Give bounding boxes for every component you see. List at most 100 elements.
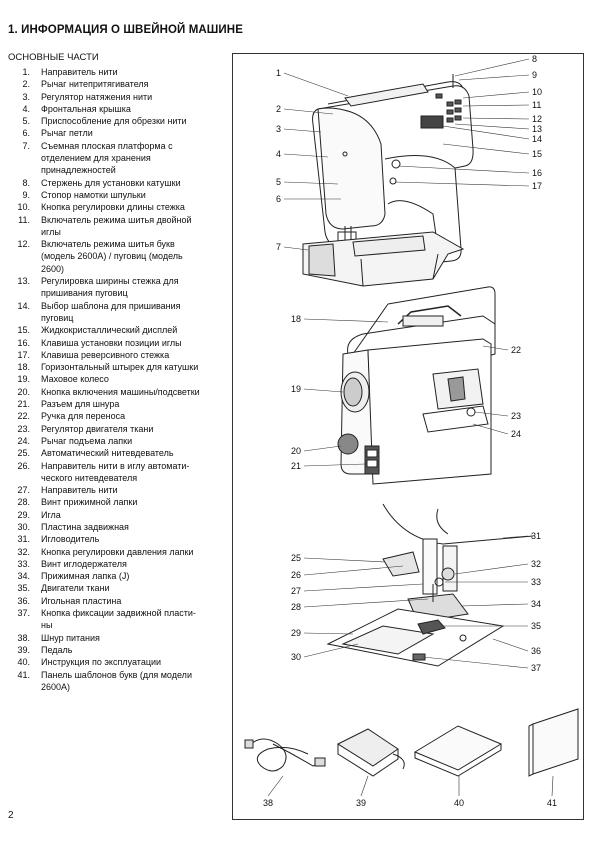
part-name-continuation: отделением для хранения	[41, 153, 151, 164]
figure-label: 41	[547, 798, 557, 808]
figure-label: 37	[531, 663, 541, 673]
leader-line	[422, 656, 529, 669]
parts-list-item: 14.Выбор шаблона для пришивания	[8, 300, 230, 312]
figure-label: 26	[291, 570, 301, 580]
part-number: 23.	[17, 423, 30, 434]
part-number: 33.	[17, 558, 30, 569]
part-number: 24.	[17, 435, 30, 446]
parts-list-item: 41.Панель шаблонов букв (для модели	[8, 669, 230, 681]
parts-list-item: 31.Игловодитель	[8, 533, 230, 545]
figure-label: 14	[532, 134, 542, 144]
figure-label: 40	[454, 798, 464, 808]
part-name: Направитель нити	[41, 485, 118, 496]
leader-line	[454, 123, 530, 130]
part-name: Направитель нити	[41, 67, 118, 77]
part-number: 25.	[17, 448, 30, 459]
part-name-continuation: ческого нитевдевателя	[41, 472, 138, 483]
leader-line	[283, 128, 322, 133]
figure-label: 23	[511, 411, 521, 421]
leader-line	[454, 58, 530, 77]
parts-list-item: 35.Двигатели ткани	[8, 582, 230, 594]
figure-label: 16	[532, 168, 542, 178]
leader-line	[303, 557, 386, 563]
part-number: 41.	[17, 669, 30, 680]
leader-line	[303, 318, 389, 323]
page-number: 2	[8, 810, 14, 821]
figure-label: 32	[531, 559, 541, 569]
leader-line	[482, 345, 509, 351]
part-name: Винт прижимной лапки	[41, 497, 138, 508]
figure-label: 19	[291, 384, 301, 394]
part-number: 22.	[17, 411, 30, 422]
leader-line	[267, 775, 284, 797]
leader-line	[458, 74, 530, 81]
leader-line	[303, 643, 359, 658]
part-name: Клавиша установки позиции иглы	[41, 337, 182, 348]
part-name: Клавиша реверсивного стежка	[41, 349, 170, 360]
part-name-continuation: пуговиц	[41, 312, 74, 323]
parts-list-item: 37.Кнопка фиксации задвижной пласти-	[8, 607, 230, 619]
part-number: 32.	[17, 546, 30, 557]
leader-line	[303, 598, 429, 608]
part-name: Маховое колесо	[41, 374, 109, 385]
leader-line	[360, 775, 369, 797]
part-name: Выбор шаблона для пришивания	[41, 300, 181, 311]
parts-list-item: 10.Кнопка регулировки длины стежка	[8, 201, 230, 213]
part-name: Ручка для переноса	[41, 411, 126, 422]
parts-list-item: 40.Инструкция по эксплуатации	[8, 656, 230, 668]
machine-back-illustration	[337, 286, 496, 485]
part-number: 27.	[17, 485, 30, 496]
figure-label: 11	[532, 100, 541, 110]
part-number: 15.	[17, 325, 30, 336]
parts-list-item: 24. Рычаг подъема лапки	[8, 435, 230, 447]
part-name: Кнопка фиксации задвижной пласти-	[41, 608, 196, 619]
leader-line	[460, 603, 529, 607]
parts-list-item: 26.Направитель нити в иглу автомати-	[8, 460, 230, 472]
part-name: Педаль	[41, 644, 73, 655]
part-number: 13.	[17, 276, 30, 287]
figure-label: 20	[291, 446, 301, 456]
part-name: Винт иглодержателя	[41, 558, 127, 569]
leader-line	[303, 583, 424, 592]
part-name: Рычаг подъема лапки	[41, 435, 133, 446]
part-name: Рычаг петли	[41, 128, 93, 139]
part-number: 35.	[17, 583, 30, 594]
parts-list-item: 34.Прижимная лапка (J)	[8, 570, 230, 582]
parts-list-item: 28.Винт прижимной лапки	[8, 496, 230, 508]
part-number: 30.	[17, 521, 30, 532]
part-name: Горизонтальный штырек для катушки	[41, 362, 199, 373]
part-number: 8.	[22, 177, 30, 188]
leader-line	[283, 153, 329, 158]
part-name-continuation: иглы	[41, 226, 61, 237]
leader-line	[462, 104, 530, 107]
parts-list-item: 20.Кнопка включения машины/подсветки	[8, 386, 230, 398]
part-number: 5.	[22, 116, 30, 127]
figure-label: 10	[532, 87, 542, 97]
parts-list-item: 3.Регулятор натяжения нити	[8, 91, 230, 103]
part-name: Фронтальная крышка	[41, 103, 131, 114]
parts-list-item: 16. Клавиша установки позиции иглы	[8, 337, 230, 349]
part-number: 1.	[22, 67, 30, 77]
leader-line	[303, 388, 344, 393]
leader-line	[303, 565, 404, 576]
part-name: Приспособление для обрезки нити	[41, 116, 187, 127]
part-name: Включатель режима шитья двойной	[41, 214, 192, 225]
parts-list-item: 1. Направитель нити	[8, 66, 230, 78]
part-number: 38.	[17, 632, 30, 643]
part-number: 21.	[17, 399, 30, 410]
parts-list-item: 7.Съемная плоская платформа с	[8, 140, 230, 152]
part-number: 34.	[17, 571, 30, 582]
parts-list-item: 38.Шнур питания	[8, 632, 230, 644]
parts-list-item: 33. Винт иглодержателя	[8, 558, 230, 570]
parts-list-item: 18.Горизонтальный штырек для катушки	[8, 361, 230, 373]
part-name-continuation: ны	[41, 620, 53, 631]
parts-list-item: 12.Включатель режима шитья букв	[8, 238, 230, 250]
leader-line	[303, 463, 366, 467]
needle-area-illustration	[326, 503, 534, 667]
part-number: 31.	[17, 534, 30, 545]
part-number: 16.	[17, 337, 30, 348]
accessories-illustration	[244, 708, 579, 777]
part-name: Игла	[41, 509, 61, 520]
parts-list-item: 11.Включатель режима шитья двойной	[8, 214, 230, 226]
figure-label: 3	[276, 124, 281, 134]
